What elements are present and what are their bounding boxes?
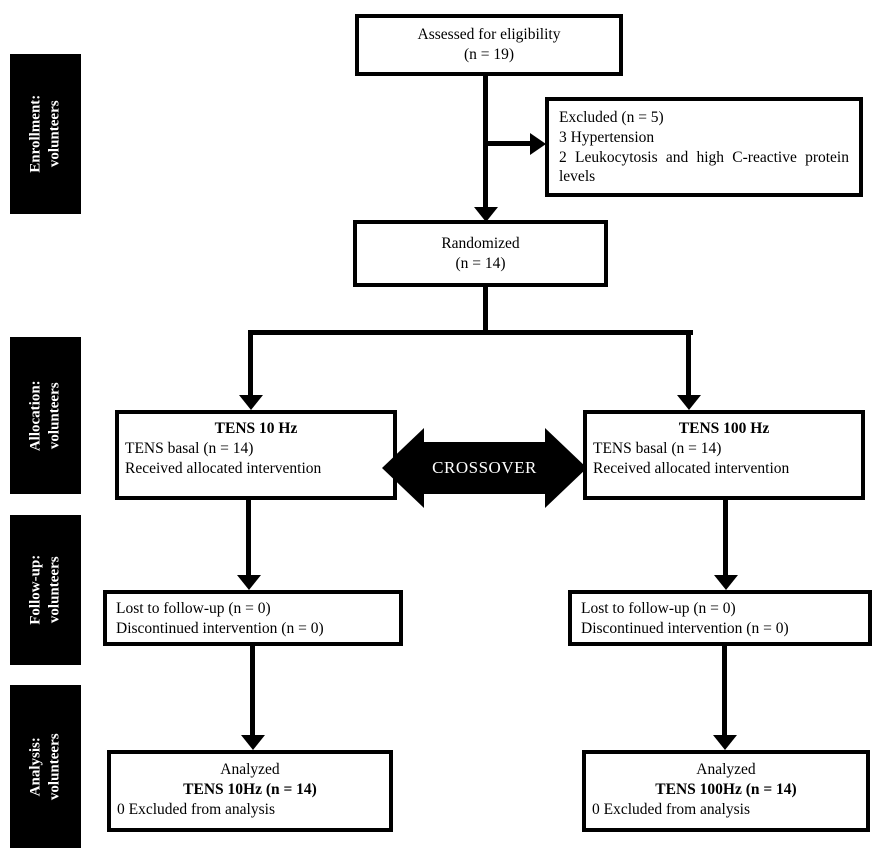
analysis-left-line1: Analyzed: [220, 761, 280, 778]
arrow-tens10-to-followup: [246, 500, 251, 575]
alloc-right-title: TENS 100 Hz: [678, 420, 770, 437]
followup-right-line1: Lost to follow-up (n = 0): [581, 600, 736, 617]
box-excluded: Excluded (n = 5) 3 Hypertension 2 Leukoc…: [545, 97, 863, 197]
arrow-to-excluded: [486, 141, 530, 146]
stage-analysis-text: Analysis: volunteers: [27, 733, 65, 800]
stage-enrollment-line1: Enrollment:: [27, 94, 44, 174]
arrow-followup-to-analysis-right: [722, 646, 727, 735]
crossover-right-arrowhead-icon: [545, 428, 587, 508]
stage-label-analysis: Analysis: volunteers: [10, 685, 81, 848]
assessed-line1: Assessed for eligibility: [417, 26, 561, 44]
analysis-right-line3: 0 Excluded from analysis: [592, 800, 750, 818]
line-randomized-stem: [483, 287, 488, 334]
stage-label-allocation: Allocation: volunteers: [10, 337, 81, 494]
arrow-tens100-to-followup: [723, 500, 728, 575]
box-allocation-tens10: TENS 10 Hz TENS basal (n = 14) Received …: [115, 410, 397, 500]
alloc-right-line2: Received allocated intervention: [593, 459, 790, 477]
stage-followup-line1: Follow-up:: [27, 554, 44, 626]
crossover-shaft: [420, 442, 549, 494]
followup-right-line2: Discontinued intervention (n = 0): [581, 619, 789, 637]
alloc-left-line1: TENS basal (n = 14): [125, 439, 254, 457]
box-analysis-tens100: Analyzed TENS 100Hz (n = 14) 0 Excluded …: [582, 750, 870, 832]
followup-left-line2: Discontinued intervention (n = 0): [116, 619, 324, 637]
box-assessed-eligibility: Assessed for eligibility (n = 19): [355, 14, 623, 76]
stage-label-enrollment: Enrollment: volunteers: [10, 54, 81, 214]
crossover-label: CROSSOVER: [432, 458, 537, 477]
assessed-line2: (n = 19): [463, 46, 515, 63]
stage-analysis-line2: volunteers: [46, 733, 63, 800]
followup-left-line1: Lost to follow-up (n = 0): [116, 600, 271, 617]
excluded-line2: 3 Hypertension: [559, 128, 655, 146]
box-followup-tens10: Lost to follow-up (n = 0) Discontinued i…: [103, 590, 403, 646]
line-branch-horizontal: [248, 330, 693, 335]
arrow-branch-to-tens100: [686, 333, 691, 395]
alloc-left-title: TENS 10 Hz: [214, 420, 298, 437]
stage-allocation-line2: volunteers: [46, 382, 63, 449]
crossover-left-arrowhead-icon: [382, 428, 424, 508]
stage-analysis-line1: Analysis:: [27, 736, 44, 797]
excluded-line1: Excluded (n = 5): [559, 109, 664, 126]
stage-allocation-line1: Allocation:: [27, 380, 44, 451]
analysis-right-line2: TENS 100Hz (n = 14): [655, 780, 797, 798]
stage-followup-line2: volunteers: [46, 556, 63, 624]
alloc-left-line2: Received allocated intervention: [125, 459, 322, 477]
analysis-left-line2: TENS 10Hz (n = 14): [183, 780, 317, 798]
alloc-right-line1: TENS basal (n = 14): [593, 439, 722, 457]
stage-enrollment-text: Enrollment: volunteers: [27, 95, 65, 173]
stage-followup-text: Follow-up: volunteers: [27, 555, 65, 625]
box-allocation-tens100: TENS 100 Hz TENS basal (n = 14) Received…: [583, 410, 865, 500]
excluded-line3: 2 Leukocytosis and high C-reactive prote…: [559, 148, 849, 186]
arrow-branch-to-tens10: [248, 333, 253, 395]
analysis-right-line1: Analyzed: [696, 761, 756, 778]
box-followup-tens100: Lost to follow-up (n = 0) Discontinued i…: [568, 590, 872, 646]
crossover-arrow: CROSSOVER: [382, 428, 587, 508]
stage-enrollment-line2: volunteers: [46, 100, 63, 168]
randomized-line2: (n = 14): [455, 254, 506, 272]
box-analysis-tens10: Analyzed TENS 10Hz (n = 14) 0 Excluded f…: [107, 750, 393, 832]
analysis-left-line3: 0 Excluded from analysis: [117, 800, 275, 818]
stage-allocation-text: Allocation: volunteers: [27, 380, 65, 451]
randomized-line1: Randomized: [441, 234, 520, 252]
box-randomized: Randomized (n = 14): [353, 220, 608, 287]
arrow-followup-to-analysis-left: [250, 646, 255, 735]
stage-label-followup: Follow-up: volunteers: [10, 515, 81, 665]
